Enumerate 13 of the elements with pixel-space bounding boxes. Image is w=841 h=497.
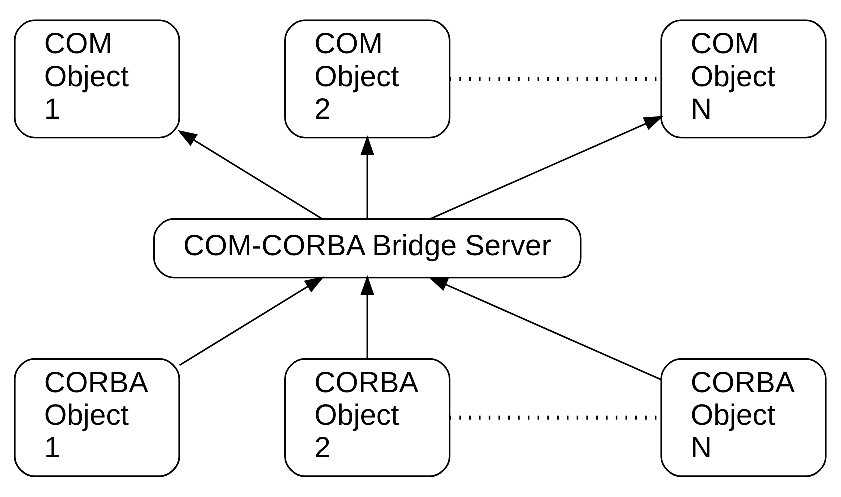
arrow <box>179 276 324 366</box>
arrow <box>178 130 323 220</box>
node-box: COM Object N <box>660 20 827 139</box>
node-box: CORBA Object 2 <box>284 358 451 478</box>
node-box: COM Object 2 <box>284 20 451 139</box>
node-box: CORBA Object N <box>660 358 827 478</box>
node-box: CORBA Object 1 <box>14 358 180 478</box>
arrow <box>428 277 662 381</box>
node-box: COM Object 1 <box>14 20 180 139</box>
node-box: COM-CORBA Bridge Server <box>153 218 582 279</box>
arrow <box>360 276 374 360</box>
arrow <box>430 116 664 220</box>
arrow <box>360 136 374 219</box>
